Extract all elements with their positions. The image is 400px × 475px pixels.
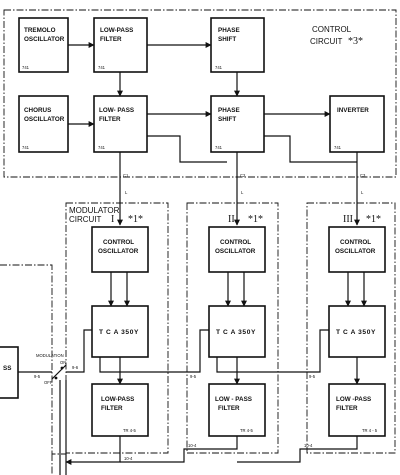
phase-shift-top-tag: 741 [215, 65, 223, 70]
low-pass-filter-1-tag: TR 4-5 [123, 428, 136, 433]
control-circuit-label: CONTROL [312, 25, 352, 34]
label-c3: C3 [360, 173, 366, 178]
low-pass-filter-2-tag: TR 4-5 [240, 428, 253, 433]
modulator-roman-1: I [111, 214, 114, 225]
left-partial-block-label: SS [3, 365, 11, 372]
low-pass-filter-1-line2: FILTER [101, 405, 123, 412]
chorus-oscillator-line1: CHORUS [24, 107, 51, 114]
modulator-roman-3: III [343, 214, 353, 225]
phase-shift-top-line1: PHASE [218, 27, 240, 34]
pin-10-4-c: 10-4 [304, 443, 313, 448]
tca350y-1-label: T C A 350Y [99, 329, 139, 336]
low-pass-filter-1-line1: LOW-PASS [101, 396, 134, 403]
left-section-boundary [0, 264, 66, 475]
tca350y-3-label: T C A 350Y [336, 329, 376, 336]
control-oscillator-2-line2: OSCILLATOR [215, 248, 256, 255]
inverter-block [329, 95, 385, 153]
modulator-mark-3: *1* [366, 214, 381, 225]
tremolo-oscillator-line1: TREMOLO [24, 27, 56, 34]
tremolo-oscillator-line2: OSCILLATOR [24, 36, 65, 43]
control-oscillator-1-line1: CONTROL [103, 239, 134, 246]
low-pass-filter-3-line1: LOW -PASS [336, 396, 371, 403]
modulator-roman-2: II [228, 214, 235, 225]
low-pass-filter-3-tag: TR 4 - 5 [362, 428, 378, 433]
chorus-oscillator-line2: OSCILLATOR [24, 116, 65, 123]
modulator-mark-1: *1* [128, 214, 143, 225]
label-l-2: L [241, 190, 244, 195]
low-pass-filter-mid-line2: FILTER [99, 116, 121, 123]
pin-9-5-b: 9-5 [190, 374, 197, 379]
modulator-circuit-label: MODULATOR [69, 206, 120, 215]
pin-9-5-a: 9-5 [34, 374, 41, 379]
modulation-switch-off: OFF [44, 380, 53, 385]
low-pass-filter-2-line2: FILTER [218, 405, 240, 412]
label-c1: C1 [123, 173, 129, 178]
control-circuit-mark: *3* [348, 36, 363, 47]
label-c2: C2 [240, 173, 246, 178]
control-oscillator-2-block [208, 226, 266, 273]
modulation-switch-contact-off [54, 376, 58, 380]
pin-10-4-b: 10-4 [188, 443, 197, 448]
phase-shift-mid-block [210, 95, 265, 153]
wire-filter1-out [65, 436, 121, 465]
modulation-switch-label: MODULATION [36, 353, 64, 358]
low-pass-filter-mid-tag: 741 [98, 145, 106, 150]
tremolo-oscillator-tag: 741 [22, 65, 30, 70]
wire-phase-to-c3 [264, 135, 357, 163]
left-partial-block [0, 346, 19, 399]
tca350y-1-block [91, 305, 149, 358]
control-oscillator-3-block [328, 226, 386, 273]
chorus-oscillator-block [18, 95, 69, 153]
low-pass-filter-2-line1: LOW - PASS [215, 396, 252, 403]
chorus-oscillator-tag: 741 [22, 145, 30, 150]
label-l-1: L [125, 190, 128, 195]
phase-shift-mid-line1: PHASE [218, 107, 240, 114]
modulator-mark-2: *1* [248, 214, 263, 225]
low-pass-filter-3-line2: FILTER [336, 405, 358, 412]
tca350y-3-block [328, 305, 386, 358]
modulation-switch-on: ON [60, 360, 66, 365]
phase-shift-mid-tag: 741 [215, 145, 223, 150]
low-pass-filter-mid-block [93, 95, 148, 153]
control-circuit-boundary [3, 9, 397, 178]
low-pass-filter-top-tag: 741 [98, 65, 106, 70]
pin-10-4-a: 10-4 [124, 456, 133, 461]
tca350y-2-label: T C A 350Y [216, 329, 256, 336]
wire-filter3-out [237, 436, 358, 463]
control-oscillator-3-line2: OSCILLATOR [335, 248, 376, 255]
wire-col1-to-col2 [99, 329, 209, 373]
wire-filter2-out [120, 436, 238, 463]
modulator-ii-boundary [186, 202, 279, 454]
inverter-tag: 741 [334, 145, 342, 150]
modulator-iii-boundary [306, 202, 396, 454]
control-circuit-label-2: CIRCUIT [310, 37, 343, 46]
control-oscillator-1-block [91, 226, 149, 273]
low-pass-filter-top-line1: LOW-PASS [100, 27, 133, 34]
wire-col2-to-col3 [216, 329, 329, 373]
phase-shift-mid-line2: SHIFT [218, 116, 236, 123]
control-oscillator-1-line2: OSCILLATOR [98, 248, 139, 255]
low-pass-filter-top-line2: FILTER [100, 36, 122, 43]
modulator-circuit-label-2: CIRCUIT [69, 215, 102, 224]
label-l-3: L [361, 190, 364, 195]
phase-shift-top-line2: SHIFT [218, 36, 236, 43]
pin-9-5-c: 9-5 [309, 374, 316, 379]
control-oscillator-3-line1: CONTROL [340, 239, 371, 246]
pin-9-6: 9-6 [72, 365, 79, 370]
low-pass-filter-mid-line1: LOW- PASS [99, 107, 134, 114]
low-pass-filter-3-block [328, 383, 386, 437]
wire-lpf-to-c2 [147, 135, 227, 163]
wire-switch-to-col1 [66, 329, 92, 373]
inverter-label: INVERTER [337, 107, 369, 114]
modulation-switch-lever [51, 364, 67, 380]
control-oscillator-2-line1: CONTROL [220, 239, 251, 246]
modulator-i-boundary [65, 202, 169, 454]
